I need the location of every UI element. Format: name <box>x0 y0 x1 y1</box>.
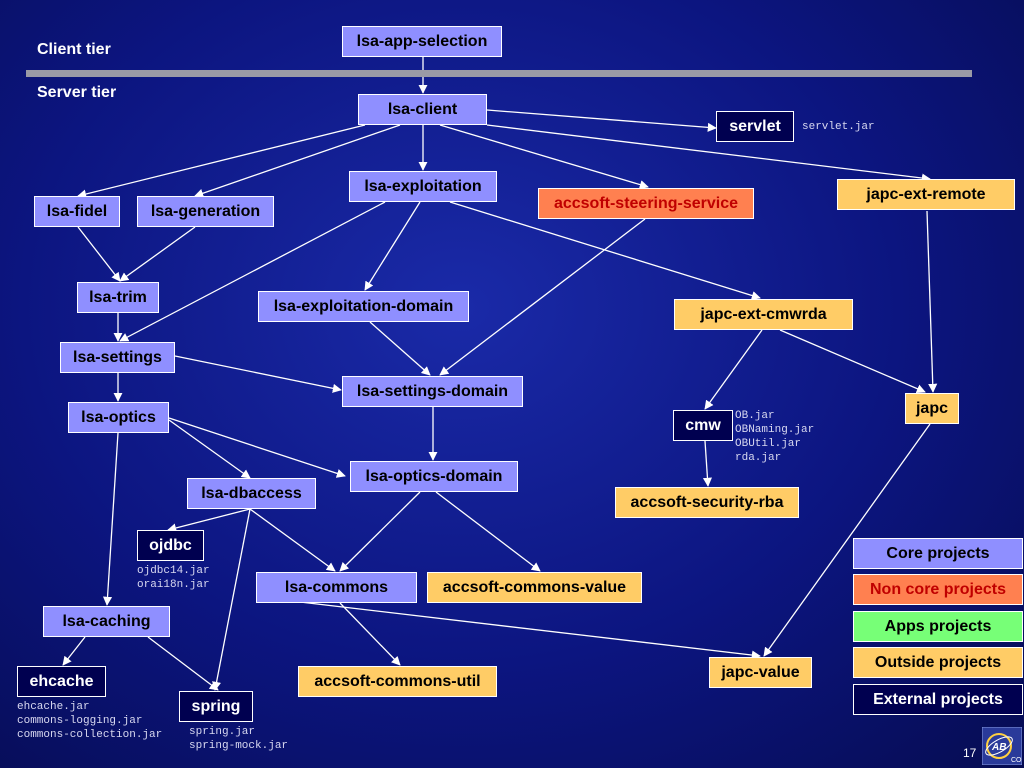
node-lsa-commons[interactable]: lsa-commons <box>256 572 417 603</box>
dependency-arrow <box>486 109 717 132</box>
node-cmw[interactable]: cmw <box>673 410 733 441</box>
servlet-jar-list: servlet.jar <box>802 120 875 134</box>
dependency-arrow <box>299 601 761 660</box>
dependency-arrow <box>212 508 251 691</box>
dependency-arrow <box>77 124 366 199</box>
jar-item: rda.jar <box>735 452 782 464</box>
jar-item: ojdbc14.jar <box>137 565 210 577</box>
node-lsa-app-selection[interactable]: lsa-app-selection <box>342 26 502 57</box>
dependency-arrow <box>439 124 649 190</box>
ojdbc-jar-list: ojdbc14.jar orai18n.jar <box>137 564 210 592</box>
dependency-arrow <box>147 636 219 691</box>
dependency-arrow <box>62 636 86 666</box>
dependency-arrow <box>926 210 938 393</box>
legend-noncore-projects: Non core projects <box>853 574 1023 605</box>
dependency-arrow <box>704 329 763 410</box>
dependency-arrow <box>119 201 386 342</box>
jar-item: orai18n.jar <box>137 579 210 591</box>
node-accsoft-commons-util[interactable]: accsoft-commons-util <box>298 666 497 697</box>
dependency-arrow <box>763 423 931 657</box>
node-lsa-exploitation-domain[interactable]: lsa-exploitation-domain <box>258 291 469 322</box>
node-japc-value[interactable]: japc-value <box>709 657 812 688</box>
node-ehcache[interactable]: ehcache <box>17 666 106 697</box>
dependency-arrow <box>369 321 431 376</box>
node-lsa-caching[interactable]: lsa-caching <box>43 606 170 637</box>
legend-apps-projects: Apps projects <box>853 611 1023 642</box>
dependency-arrow <box>779 329 926 393</box>
legend-core-projects: Core projects <box>853 538 1023 569</box>
dependency-arrow <box>249 508 336 572</box>
jar-item: ehcache.jar <box>17 701 90 713</box>
node-lsa-trim[interactable]: lsa-trim <box>77 282 159 313</box>
tier-separator <box>26 70 972 77</box>
ab-co-logo: AB CO <box>982 727 1022 765</box>
node-lsa-client[interactable]: lsa-client <box>358 94 487 125</box>
legend-external-projects: External projects <box>853 684 1023 715</box>
spring-jar-list: spring.jar spring-mock.jar <box>189 725 288 753</box>
ehcache-jar-list: ehcache.jar commons-logging.jar commons-… <box>17 700 162 742</box>
jar-item: spring-mock.jar <box>189 740 289 752</box>
node-servlet[interactable]: servlet <box>716 111 794 142</box>
node-lsa-optics[interactable]: lsa-optics <box>68 402 169 433</box>
page-number: 17 <box>963 746 977 760</box>
dependency-arrow <box>77 226 121 282</box>
node-japc-ext-remote[interactable]: japc-ext-remote <box>837 179 1015 210</box>
dependency-arrow <box>174 355 342 393</box>
dependency-arrow <box>168 417 346 478</box>
node-lsa-optics-domain[interactable]: lsa-optics-domain <box>350 461 518 492</box>
node-ojdbc[interactable]: ojdbc <box>137 530 204 561</box>
node-lsa-settings-domain[interactable]: lsa-settings-domain <box>342 376 523 407</box>
dependency-arrow <box>339 602 401 666</box>
jar-item: commons-logging.jar <box>17 715 143 727</box>
node-japc[interactable]: japc <box>905 393 959 424</box>
node-lsa-dbaccess[interactable]: lsa-dbaccess <box>187 478 316 509</box>
node-accsoft-security-rba[interactable]: accsoft-security-rba <box>615 487 799 518</box>
dependency-arrow <box>439 218 646 376</box>
dependency-arrow <box>435 491 541 572</box>
node-accsoft-commons-value[interactable]: accsoft-commons-value <box>427 572 642 603</box>
jar-item: OB.jar <box>735 410 775 422</box>
jar-item: spring.jar <box>189 726 256 738</box>
dependency-arrow <box>102 432 119 606</box>
node-accsoft-steering-service[interactable]: accsoft-steering-service <box>538 188 754 219</box>
dependency-arrow <box>339 491 421 572</box>
dependency-arrow <box>167 508 251 533</box>
dependency-arrow <box>168 419 251 479</box>
node-lsa-generation[interactable]: lsa-generation <box>137 196 274 227</box>
server-tier-label: Server tier <box>37 84 117 101</box>
node-japc-ext-cmwrda[interactable]: japc-ext-cmwrda <box>674 299 853 330</box>
jar-item: servlet.jar <box>802 121 875 133</box>
dependency-arrow <box>119 226 196 282</box>
dependency-arrow <box>486 124 931 183</box>
svg-text:AB: AB <box>991 742 1006 753</box>
node-lsa-exploitation[interactable]: lsa-exploitation <box>349 171 497 202</box>
node-lsa-fidel[interactable]: lsa-fidel <box>34 196 120 227</box>
dependency-arrow <box>364 201 421 291</box>
node-lsa-settings[interactable]: lsa-settings <box>60 342 175 373</box>
dependency-arrow <box>702 440 712 487</box>
svg-text:CO: CO <box>1011 757 1022 764</box>
client-tier-label: Client tier <box>37 41 111 58</box>
jar-item: commons-collection.jar <box>17 729 163 741</box>
jar-item: OBUtil.jar <box>735 438 802 450</box>
legend-outside-projects: Outside projects <box>853 647 1023 678</box>
dependency-arrow <box>194 124 401 198</box>
node-spring[interactable]: spring <box>179 691 253 722</box>
cmw-jar-list: OB.jar OBNaming.jar OBUtil.jar rda.jar <box>735 409 814 465</box>
jar-item: OBNaming.jar <box>735 424 815 436</box>
